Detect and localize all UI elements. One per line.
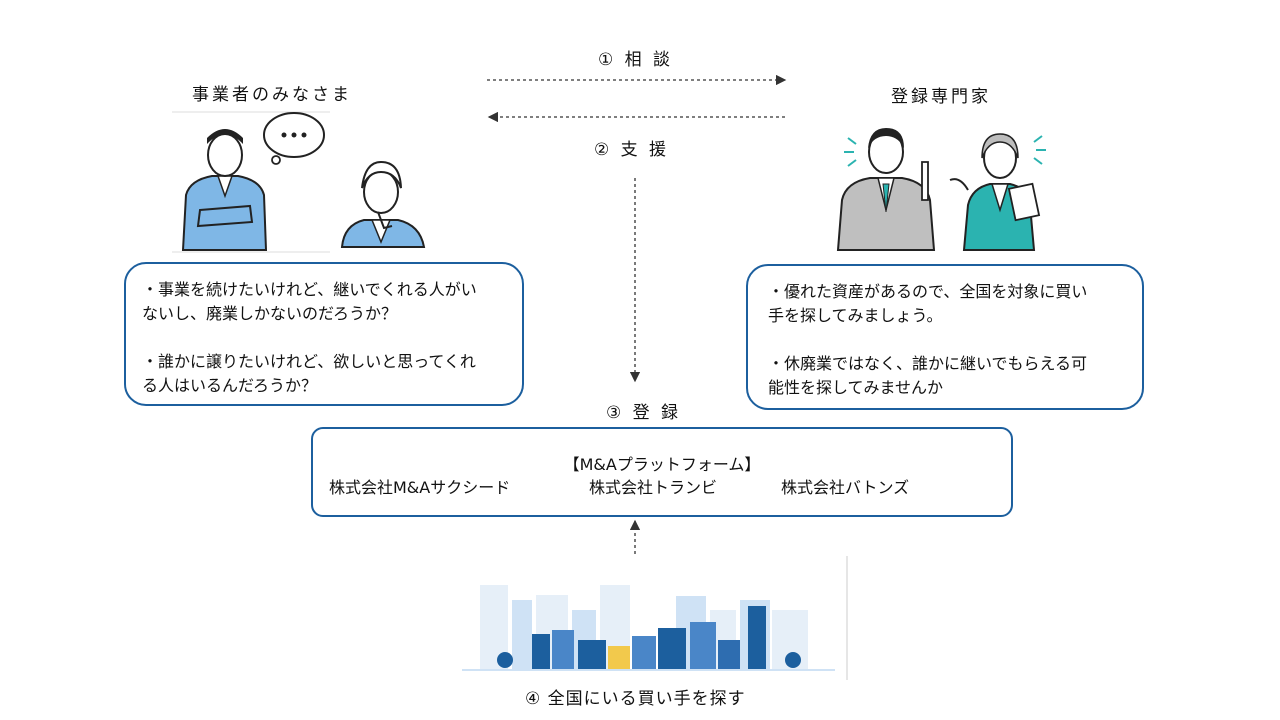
advice-line: 手を探してみましょう。 bbox=[768, 306, 943, 325]
platform-company: 株式会社M&Aサクシード bbox=[329, 478, 511, 497]
advice-line: ・休廃業ではなく、誰かに継いでもらえる可 bbox=[768, 354, 1088, 373]
woman-thinking-illustration bbox=[340, 160, 426, 248]
concern-line: ・誰かに譲りたいけれど、欲しいと思ってくれ bbox=[142, 352, 476, 371]
ma-platform-box: 【M&Aプラットフォーム】 株式会社M&Aサクシード 株式会社トランビ 株式会社… bbox=[311, 427, 1013, 517]
expert-advice-box: ・優れた資産があるので、全国を対象に買い 手を探してみましょう。 ・休廃業ではな… bbox=[746, 264, 1144, 410]
concern-line: ・事業を続けたいけれど、継いでくれる人がい bbox=[142, 280, 477, 299]
registered-experts-title: 登録専門家 bbox=[891, 87, 991, 107]
step-register-label: ③ 登 録 bbox=[606, 403, 682, 423]
experts-illustration bbox=[836, 128, 1046, 251]
step-support-label: ② 支 援 bbox=[594, 140, 670, 160]
concern-line: ないし、廃業しかないのだろうか？ bbox=[142, 304, 398, 323]
platform-company: 株式会社トランビ bbox=[589, 478, 718, 497]
city-illustration bbox=[462, 556, 848, 680]
business-owner-concerns-box: ・事業を続けたいけれど、継いでくれる人がい ないし、廃業しかないのだろうか？ ・… bbox=[124, 262, 524, 406]
advice-line: ・優れた資産があるので、全国を対象に買い bbox=[768, 282, 1088, 301]
step-find-buyer-label: ④ 全国にいる買い手を探す bbox=[525, 689, 746, 709]
platform-title: 【M&Aプラットフォーム】 bbox=[563, 455, 761, 474]
business-owners-title: 事業者のみなさま bbox=[192, 85, 352, 105]
business-owner-illustration bbox=[172, 111, 330, 253]
advice-line: 能性を探してみませんか bbox=[768, 378, 944, 397]
platform-company: 株式会社バトンズ bbox=[781, 478, 910, 497]
concern-line: る人はいるんだろうか？ bbox=[142, 376, 318, 395]
step-consult-label: ① 相 談 bbox=[598, 50, 674, 70]
